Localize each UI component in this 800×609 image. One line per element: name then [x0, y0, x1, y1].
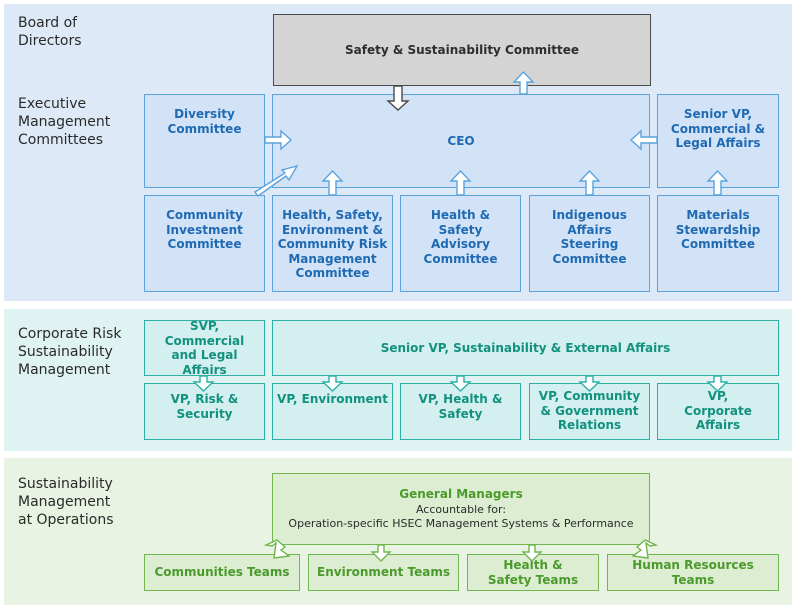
environment-teams: Environment Teams: [308, 554, 459, 591]
svp-commercial-legal-affairs: SVP, Commercial and Legal Affairs: [144, 319, 265, 377]
safety-sustainability-committee: Safety & Sustainability Committee: [273, 14, 651, 86]
executive-label: Executive Management Committees: [18, 96, 111, 148]
vp-community-government: VP, Community & Government Relations: [529, 383, 650, 440]
general-managers-box: General Managers Accountable for: Operat…: [272, 473, 650, 545]
vp-risk-security: VP, Risk & Security: [144, 383, 265, 440]
health-safety-teams: Health & Safety Teams: [467, 554, 599, 591]
communities-teams: Communities Teams: [144, 554, 300, 591]
human-resources-teams: Human Resources Teams: [607, 554, 779, 591]
accountable-for-detail: Operation-specific HSEC Management Syste…: [288, 517, 634, 531]
general-managers-title: General Managers: [399, 486, 523, 501]
vp-environment: VP, Environment: [272, 383, 393, 440]
accountable-for-label: Accountable for:: [415, 503, 507, 517]
diversity-committee: Diversity Committee: [144, 94, 265, 188]
community-investment-committee: Community Investment Committee: [144, 195, 265, 292]
ceo-box: CEO: [272, 94, 650, 188]
indigenous-affairs-committee: Indigenous Affairs Steering Committee: [529, 195, 650, 292]
board-label: Board of Directors: [18, 15, 82, 49]
senior-vp-commercial-legal: Senior VP, Commercial & Legal Affairs: [657, 94, 779, 188]
health-safety-advisory-committee: Health & Safety Advisory Committee: [400, 195, 521, 292]
materials-stewardship-committee: Materials Stewardship Committee: [657, 195, 779, 292]
hse-community-risk-committee: Health, Safety, Environment & Community …: [272, 195, 393, 292]
vp-health-safety: VP, Health & Safety: [400, 383, 521, 440]
corporate-risk-label: Corporate Risk Sustainability Management: [18, 326, 122, 378]
operations-label: Sustainability Management at Operations: [18, 476, 114, 528]
vp-corporate-affairs: VP, Corporate Affairs: [657, 383, 779, 440]
senior-vp-sustainability: Senior VP, Sustainability & External Aff…: [272, 320, 779, 376]
